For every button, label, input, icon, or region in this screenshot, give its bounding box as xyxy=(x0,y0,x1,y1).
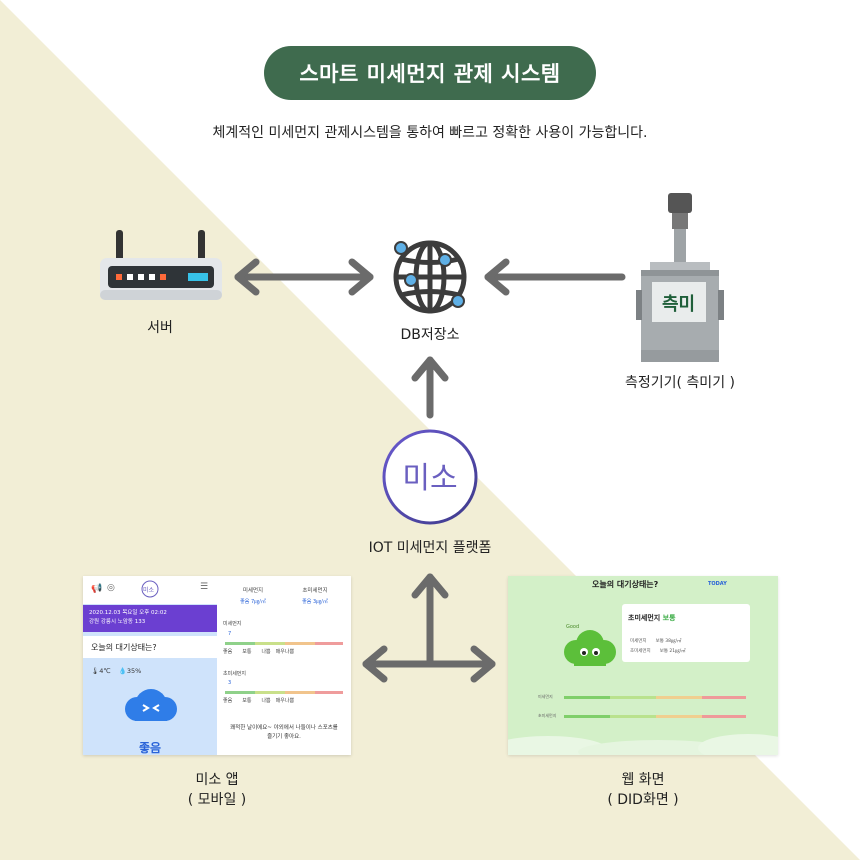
web-pm25-row: 초미세먼지 보통 21㎍/㎥ xyxy=(630,649,686,654)
globe-icon xyxy=(393,240,467,314)
globe-nodes xyxy=(394,241,465,308)
droplet-icon: 💧 xyxy=(118,667,127,675)
server-db-arrow xyxy=(234,258,374,296)
mobile-label-line2: ( 모바일 ) xyxy=(187,792,247,808)
app-message: 쾌적한 날이에요~ 야외에서 나들이나 스포츠를 즐기기 좋아요. xyxy=(217,724,351,742)
web-label: 웹 화면 ( DID화면 ) xyxy=(583,770,703,810)
page-title: 스마트 미세먼지 관제 시스템 xyxy=(299,62,561,86)
device-label: 측정기기( 측미기 ) xyxy=(625,375,735,391)
web-bar2 xyxy=(564,715,746,718)
web-info-card: 초미세먼지 보통 미세먼지 보통 38㎍/㎥ 초미세먼지 보통 21㎍/㎥ xyxy=(622,604,750,662)
app-message-line1: 쾌적한 날이에요~ 야외에서 나들이나 스포츠를 xyxy=(230,725,338,731)
app-scale-row2: 좋음 보통 나쁨 매우나쁨 xyxy=(223,698,295,704)
router-icon xyxy=(100,230,222,300)
app-address: 강원 강릉시 노암동 133 xyxy=(89,619,146,625)
title-pill: 스마트 미세먼지 관제 시스템 xyxy=(264,46,596,100)
web-bar2-label: 초미세먼지 xyxy=(538,713,557,718)
db-label: DB저장소 xyxy=(400,327,460,343)
app-right-panel: 미세먼지 초미세먼지 좋음 7㎍/㎥ 좋음 3㎍/㎥ 미세먼지 7 좋음 보통 … xyxy=(217,576,351,755)
device-db-arrow xyxy=(484,258,626,296)
app-pm10-title: 미세먼지 xyxy=(242,588,264,594)
app-bar1 xyxy=(225,642,343,645)
platform-label: IOT 미세먼지 플랫폼 xyxy=(368,540,492,556)
web-bar1 xyxy=(564,696,746,699)
app-humidity: 35% xyxy=(126,667,142,675)
menu-icon[interactable]: ☰ xyxy=(200,582,209,592)
app-datetime: 2020.12.03 목요일 오후 02:02 xyxy=(89,610,167,616)
mobile-label-line1: 미소 앱 xyxy=(195,772,239,788)
web-cloud-footer xyxy=(508,734,778,755)
app-bar1-value: 7 xyxy=(228,631,232,637)
thermometer-icon: 🌡 xyxy=(91,667,100,675)
app-bar1-label: 미세먼지 xyxy=(223,621,242,627)
server-label: 서버 xyxy=(147,320,173,336)
app-scale-row1: 좋음 보통 나쁨 매우나쁨 xyxy=(223,649,295,655)
platform-branch-arrows xyxy=(362,573,496,683)
location-icon: ◎ xyxy=(107,583,115,593)
web-bar1-label: 미세먼지 xyxy=(538,694,553,699)
device-screen-text: 측미 xyxy=(662,294,695,315)
platform-logo-text: 미소 xyxy=(402,461,457,496)
web-today: TODAY xyxy=(708,581,727,587)
app-pm25-badge: 좋음 3㎍/㎥ xyxy=(302,599,328,605)
platform-logo-icon xyxy=(382,429,478,525)
app-logo-text: 미소 xyxy=(143,587,155,594)
app-bar2-value: 3 xyxy=(228,680,232,686)
cloud-character-icon xyxy=(125,689,177,721)
web-title: 오늘의 대기상태는? xyxy=(592,580,659,589)
app-pm25-title: 초미세먼지 xyxy=(302,588,328,594)
app-top-bar: 📢 ◎ 미소 ☰ xyxy=(83,576,217,604)
app-message-line2: 즐기기 좋아요. xyxy=(267,734,301,740)
green-cloud-character-icon xyxy=(564,630,616,666)
platform-db-arrow xyxy=(411,356,449,419)
app-pm10-badge: 좋음 7㎍/㎥ xyxy=(240,599,266,605)
web-good-tag: Good xyxy=(566,624,580,630)
app-left-panel: 📢 ◎ 미소 ☰ 2020.12.03 목요일 오후 02:02 강원 강릉시 … xyxy=(83,576,217,755)
megaphone-icon: 📢 xyxy=(91,584,103,594)
web-card-title: 초미세먼지 보통 xyxy=(628,614,676,622)
measuring-device-icon xyxy=(636,193,724,362)
app-weather: 🌡4℃ 💧35% xyxy=(91,667,141,675)
web-did-screenshot: 오늘의 대기상태는? TODAY Good 초미세먼지 보통 미세먼지 보통 3… xyxy=(508,576,778,755)
app-bar2 xyxy=(225,691,343,694)
mobile-label: 미소 앱 ( 모바일 ) xyxy=(157,770,277,810)
page-subtitle: 체계적인 미세먼지 관제시스템을 통하여 빠르고 정확한 사용이 가능합니다. xyxy=(212,125,648,141)
app-bar2-label: 초미세먼지 xyxy=(223,671,247,677)
app-temperature: 4℃ xyxy=(99,667,111,675)
web-label-line2: ( DID화면 ) xyxy=(607,792,679,808)
web-pm10-row: 미세먼지 보통 38㎍/㎥ xyxy=(630,639,682,644)
app-question-card: 오늘의 대기상태는? xyxy=(83,636,217,658)
app-date-bar: 2020.12.03 목요일 오후 02:02 강원 강릉시 노암동 133 xyxy=(83,605,217,632)
web-label-line1: 웹 화면 xyxy=(621,772,665,788)
mobile-app-screenshot: 📢 ◎ 미소 ☰ 2020.12.03 목요일 오후 02:02 강원 강릉시 … xyxy=(83,576,351,755)
app-logo-icon xyxy=(141,580,159,598)
app-grade: 좋음 xyxy=(138,741,162,755)
